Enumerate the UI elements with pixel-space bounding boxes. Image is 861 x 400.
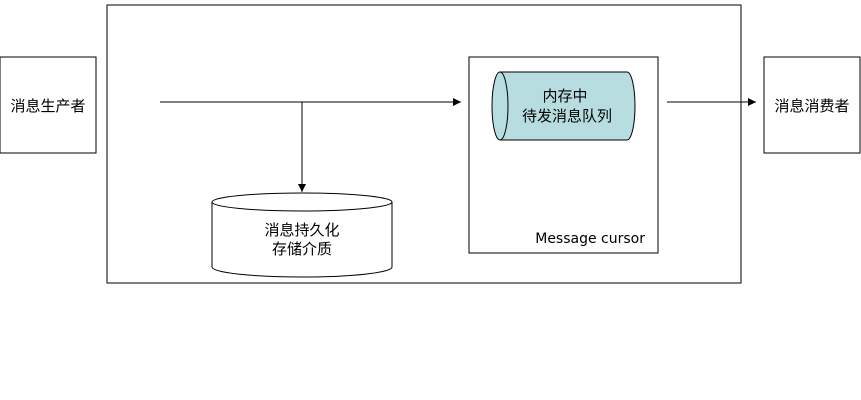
producer-label: 消息生产者	[10, 97, 85, 115]
memory-queue-body	[491, 71, 636, 141]
storage-label-line2: 存储介质	[272, 240, 332, 258]
memory-queue-node: 内存中 待发消息队列	[491, 71, 636, 141]
memory-queue-front-rim	[499, 71, 509, 141]
storage-top	[211, 192, 393, 212]
storage-label-line1: 消息持久化	[264, 221, 339, 239]
producer-box	[0, 56, 97, 154]
consumer-box	[763, 56, 861, 154]
producer-node: 消息生产者	[0, 56, 97, 154]
memory-queue-label-line1: 内存中	[542, 87, 587, 105]
storage-body	[211, 202, 393, 278]
memory-queue-label-line2: 待发消息队列	[522, 107, 612, 125]
storage-node: 消息持久化 存储介质	[211, 192, 393, 278]
consumer-node: 消息消费者	[763, 56, 861, 154]
broker-container	[106, 4, 742, 284]
message-cursor-label: Message cursor	[535, 231, 645, 247]
consumer-label: 消息消费者	[774, 97, 849, 115]
